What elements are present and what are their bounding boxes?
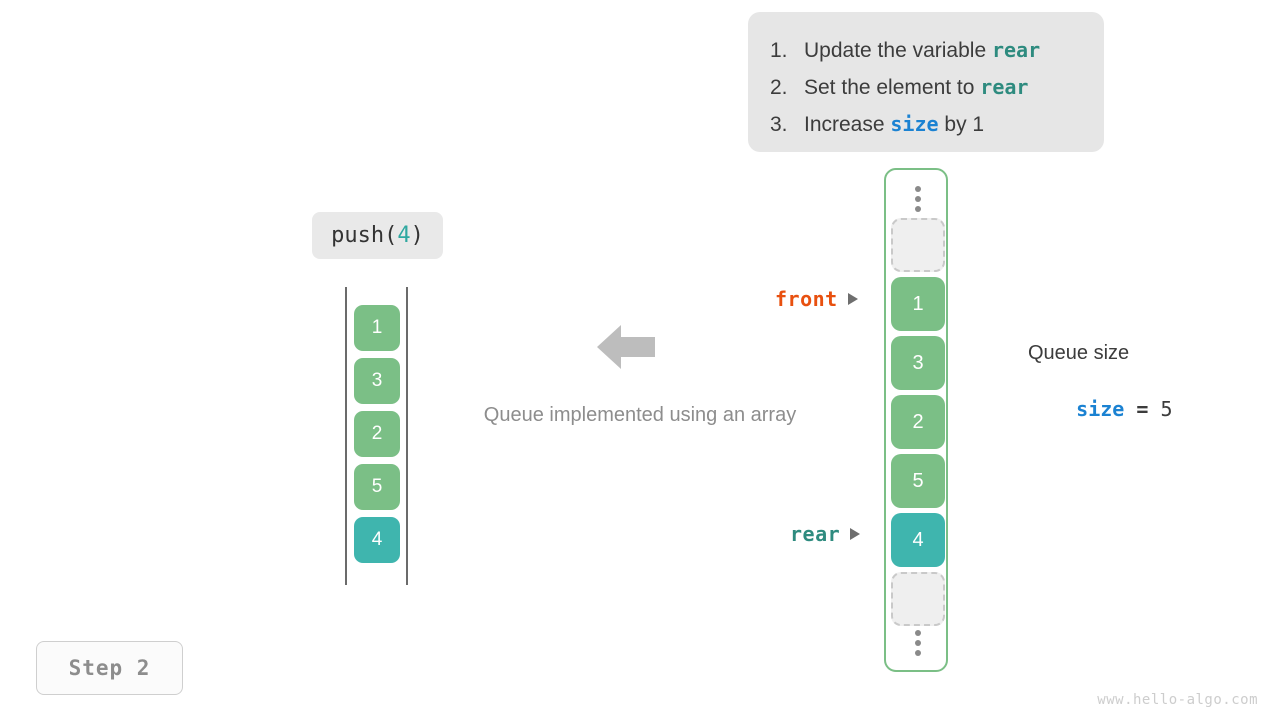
array-cell: 2 (891, 395, 945, 449)
left-arrow-icon (597, 323, 655, 371)
abstract-queue: 1 3 2 5 4 (345, 287, 408, 585)
abstract-queue-cells: 1 3 2 5 4 (354, 305, 400, 570)
queue-cell: 1 (354, 305, 400, 351)
step-badge: Step 2 (36, 641, 183, 695)
instruction-code-rear: rear (980, 75, 1029, 99)
instruction-number: 1. (770, 39, 788, 62)
instruction-text-post: by 1 (938, 113, 985, 136)
array-cell: 1 (891, 277, 945, 331)
dot (915, 196, 921, 202)
instruction-text: Increase (804, 113, 891, 136)
instruction-item-2: 2. Set the element to rear (748, 69, 1104, 106)
ellipsis-bottom-icon (886, 630, 950, 656)
array-cell: 5 (891, 454, 945, 508)
array-cell-new: 4 (891, 513, 945, 567)
ellipsis-top-icon (886, 186, 950, 212)
size-title: Queue size (1028, 342, 1130, 364)
instruction-code-size: size (890, 112, 939, 136)
instruction-item-3: 3. Increase size by 1 (748, 106, 1104, 143)
instruction-text: Update the variable (804, 39, 992, 62)
queue-cell: 5 (354, 464, 400, 510)
dot (915, 186, 921, 192)
instruction-code-rear: rear (991, 38, 1041, 62)
dot (915, 630, 921, 636)
operation-prefix: push( (331, 223, 398, 248)
instruction-item-1: 1. Update the variable rear (748, 32, 1104, 69)
instruction-number: 3. (770, 113, 788, 136)
operation-label: push(4) (312, 212, 443, 259)
size-variable: size (1076, 397, 1125, 421)
dot (915, 650, 921, 656)
array-cell-empty (891, 572, 945, 626)
instruction-number: 2. (770, 76, 788, 99)
size-readout: Queue size size = 5 (1028, 342, 1173, 445)
array-cell: 3 (891, 336, 945, 390)
arrow-right-icon (847, 293, 858, 305)
dot (915, 206, 921, 212)
queue-cell-new: 4 (354, 517, 400, 563)
rear-pointer: rear (790, 522, 861, 546)
operation-argument: 4 (397, 223, 411, 248)
front-pointer-label: front (775, 287, 838, 311)
diagram-caption: Queue implemented using an array (483, 404, 797, 426)
queue-rail-right (406, 287, 408, 585)
front-pointer: front (775, 287, 858, 311)
size-value: 5 (1160, 397, 1173, 421)
queue-cell: 2 (354, 411, 400, 457)
queue-cell: 3 (354, 358, 400, 404)
arrow-right-icon (850, 528, 861, 540)
instruction-card: 1. Update the variable rear 2. Set the e… (748, 12, 1104, 152)
watermark: www.hello-algo.com (1097, 692, 1258, 708)
rear-pointer-label: rear (790, 522, 841, 546)
operation-suffix: ) (410, 223, 424, 248)
queue-rail-left (345, 287, 347, 585)
instruction-text: Set the element to (804, 76, 981, 99)
size-equals: = (1124, 397, 1161, 421)
size-expression: size = 5 (1028, 373, 1173, 445)
array-cell-empty (891, 218, 945, 272)
dot (915, 640, 921, 646)
array-container: 1 3 2 5 4 (884, 168, 948, 672)
array-cells: 1 3 2 5 4 (891, 218, 945, 631)
